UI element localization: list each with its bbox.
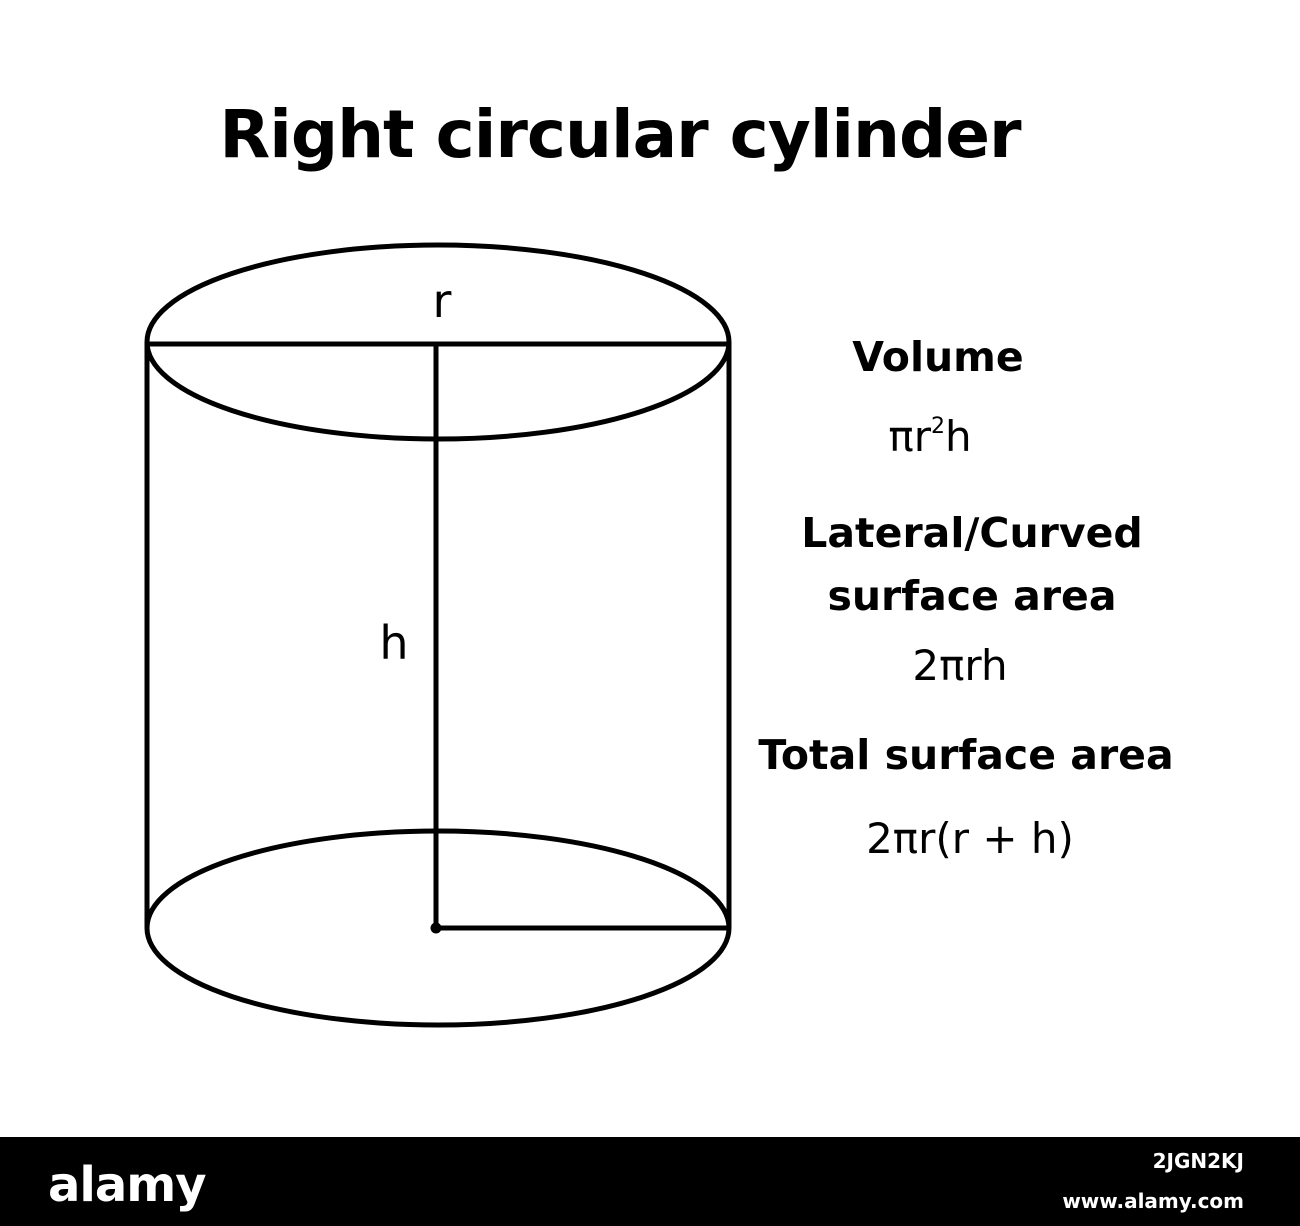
- bottom-center-point: [430, 922, 442, 934]
- height-label: h: [379, 616, 409, 670]
- stock-image-id: 2JGN2KJ: [1152, 1149, 1244, 1173]
- site-url: www.alamy.com: [1062, 1189, 1244, 1213]
- volume-formula-tail: h: [944, 412, 972, 461]
- cylinder-diagram: [144, 242, 732, 1028]
- watermark-footer: alamy 2JGN2KJ www.alamy.com: [0, 1137, 1300, 1226]
- radius-label: r: [432, 274, 452, 328]
- lateral-formula: 2πrh: [912, 641, 1008, 690]
- volume-formula: πr2h: [800, 416, 1060, 458]
- alamy-logo: alamy: [48, 1157, 207, 1213]
- lateral-heading-line2: surface area: [827, 572, 1117, 620]
- volume-heading: Volume: [852, 333, 1024, 381]
- volume-formula-exponent: 2: [930, 414, 945, 439]
- diagram-title: Right circular cylinder: [219, 96, 1021, 173]
- lateral-heading-line1: Lateral/Curved: [801, 509, 1143, 557]
- volume-formula-main: πr: [888, 412, 931, 461]
- total-surface-formula: 2πr(r + h): [866, 814, 1074, 863]
- total-surface-heading: Total surface area: [758, 731, 1174, 779]
